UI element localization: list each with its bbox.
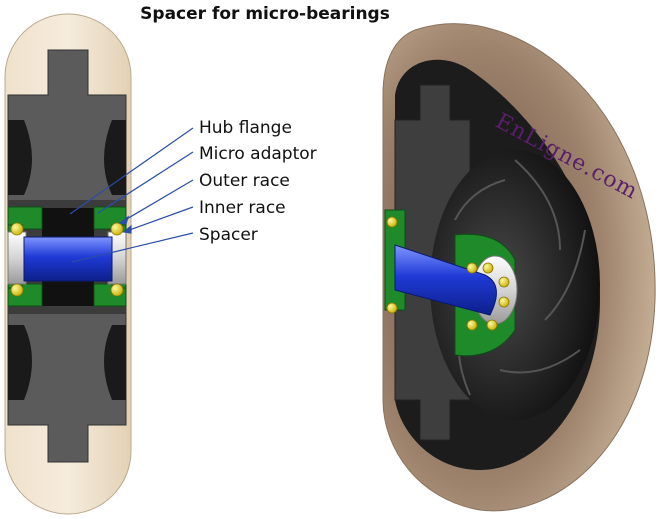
- spacer-3d: [394, 244, 497, 316]
- callout-leaders: [69, 127, 194, 263]
- bearing-ball-3d: [386, 216, 510, 331]
- diagram-title: Spacer for micro-bearings: [140, 4, 390, 24]
- spoke-opening: [104, 325, 126, 400]
- callout-outer-race: Outer race: [199, 171, 290, 191]
- callout-spacer: Spacer: [199, 225, 258, 245]
- callout-inner-race: Inner race: [199, 198, 286, 218]
- callout-hub-flange: Hub flange: [199, 118, 292, 138]
- spoke-opening: [8, 120, 32, 195]
- spacer: [23, 236, 113, 282]
- spoke-opening: [104, 120, 126, 195]
- cutaway-3d-view: EnLigne.com: [382, 23, 656, 512]
- callout-micro-adaptor: Micro adaptor: [199, 144, 317, 164]
- bearing-ball: [10, 222, 124, 297]
- spoke-opening: [8, 325, 32, 400]
- cross-section-view: [4, 13, 132, 515]
